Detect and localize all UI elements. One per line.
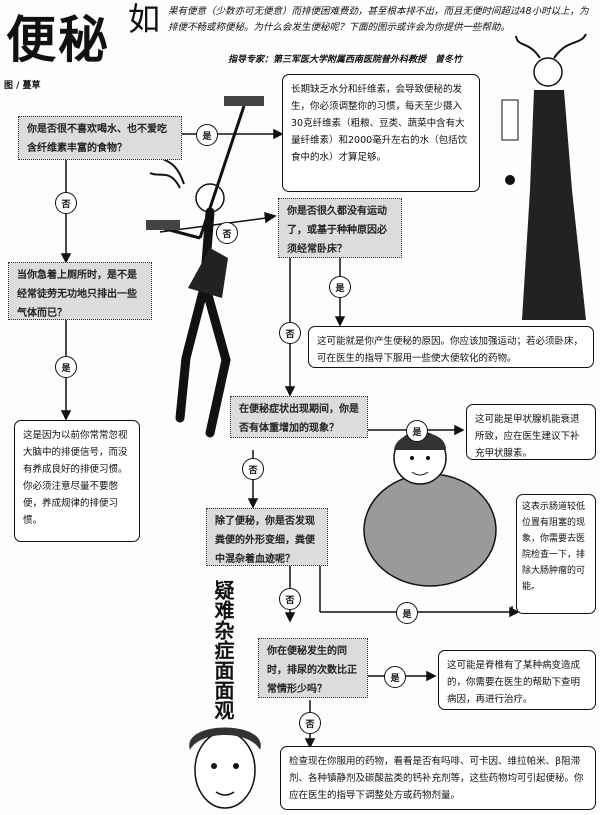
- no-tag-q1-alt: 否: [216, 222, 238, 244]
- yes-tag-q6: 是: [384, 666, 406, 688]
- question-box-4: 在便秘症状出现期间，你是否有体重增加的现象？: [230, 396, 368, 438]
- no-tag-q1: 否: [55, 192, 77, 214]
- elegant-woman-illustration: [501, 33, 587, 320]
- yes-tag-q3: 是: [329, 276, 351, 298]
- question-box-1: 你是否很不喜欢喝水、也不爱吃含纤维素丰富的食物？: [18, 116, 182, 160]
- answer-box-7: 检查现在你服用的药物，看看是否有吗啡、可卡因、维拉帕米、β阻滞剂、各种镇静剂及碳…: [280, 746, 596, 810]
- no-tag-q6: 否: [299, 712, 321, 734]
- answer-box-6: 这可能是脊椎有了某种病变造成的，你需要在医生的帮助下查明病因，再进行治疗。: [438, 650, 596, 710]
- intro-drop-cap: 如: [128, 0, 161, 38]
- intro-text: 果有便意（少数亦可无便意）而排便困难费劲，甚至根本排不出，而且无便时间超过48小…: [168, 6, 589, 33]
- question-box-5: 除了便秘，你是否发现粪便的外形变细，粪便中混杂着血迹呢？: [206, 508, 328, 566]
- no-tag-q4: 否: [242, 458, 264, 480]
- title-block: 便秘: [2, 2, 122, 72]
- question-box-2: 当你急着上厕所时，是不是经常徒劳无功地只排出一些气体而已？: [8, 262, 152, 320]
- question-box-6: 你在便秘发生的同时，排尿的次数比正常情形少吗？: [258, 638, 368, 698]
- no-tag-q3: 否: [279, 322, 301, 344]
- calligraphy-text: 疑难杂症面面观: [211, 580, 235, 720]
- answer-box-3: 这可能就是你产生便秘的原因。你应该加强运动；若必须卧床，可在医生的指导下服用一些…: [308, 326, 594, 368]
- answer-box-2: 这是因为以前你常常忽视大脑中的排便信号，而没有养成良好的排便习惯。你必须注意尽量…: [14, 420, 140, 542]
- answer-box-5: 这表示肠道较低位置有阻塞的现象，你需要去医院检查一下，排除大肠肿瘤的可能。: [516, 494, 596, 614]
- page-title: 便秘: [6, 10, 110, 69]
- intro-paragraph: 如 果有便意（少数亦可无便意）而排便困难费劲，甚至根本排不出，而且无便时间超过4…: [128, 0, 596, 38]
- answer-box-4: 这可能是甲状腺机能衰退所致，应在医生建议下补充甲状腺素。: [466, 404, 596, 460]
- yes-tag-q2: 是: [55, 356, 77, 378]
- expert-credit: 指导专家：第三军医大学附属西南医院普外科教授 曾冬竹: [228, 55, 463, 65]
- answer-box-1: 长期缺乏水分和纤维素，会导致便秘的发生，你必须调整你的习惯，每天至少摄入30克纤…: [282, 74, 480, 192]
- yes-tag-q4: 是: [406, 420, 428, 442]
- no-tag-q5: 否: [279, 588, 301, 610]
- yes-tag-q5: 是: [396, 602, 418, 624]
- question-box-3: 你是否很久都没有运动了，或基于种种原因必须经常卧床？: [278, 198, 402, 258]
- yes-tag-q1: 是: [196, 124, 218, 146]
- overweight-person-illustration: [363, 431, 497, 587]
- illustrator-credit: 图 / 蔓草: [4, 81, 41, 91]
- woman-portrait-illustration: [189, 727, 261, 809]
